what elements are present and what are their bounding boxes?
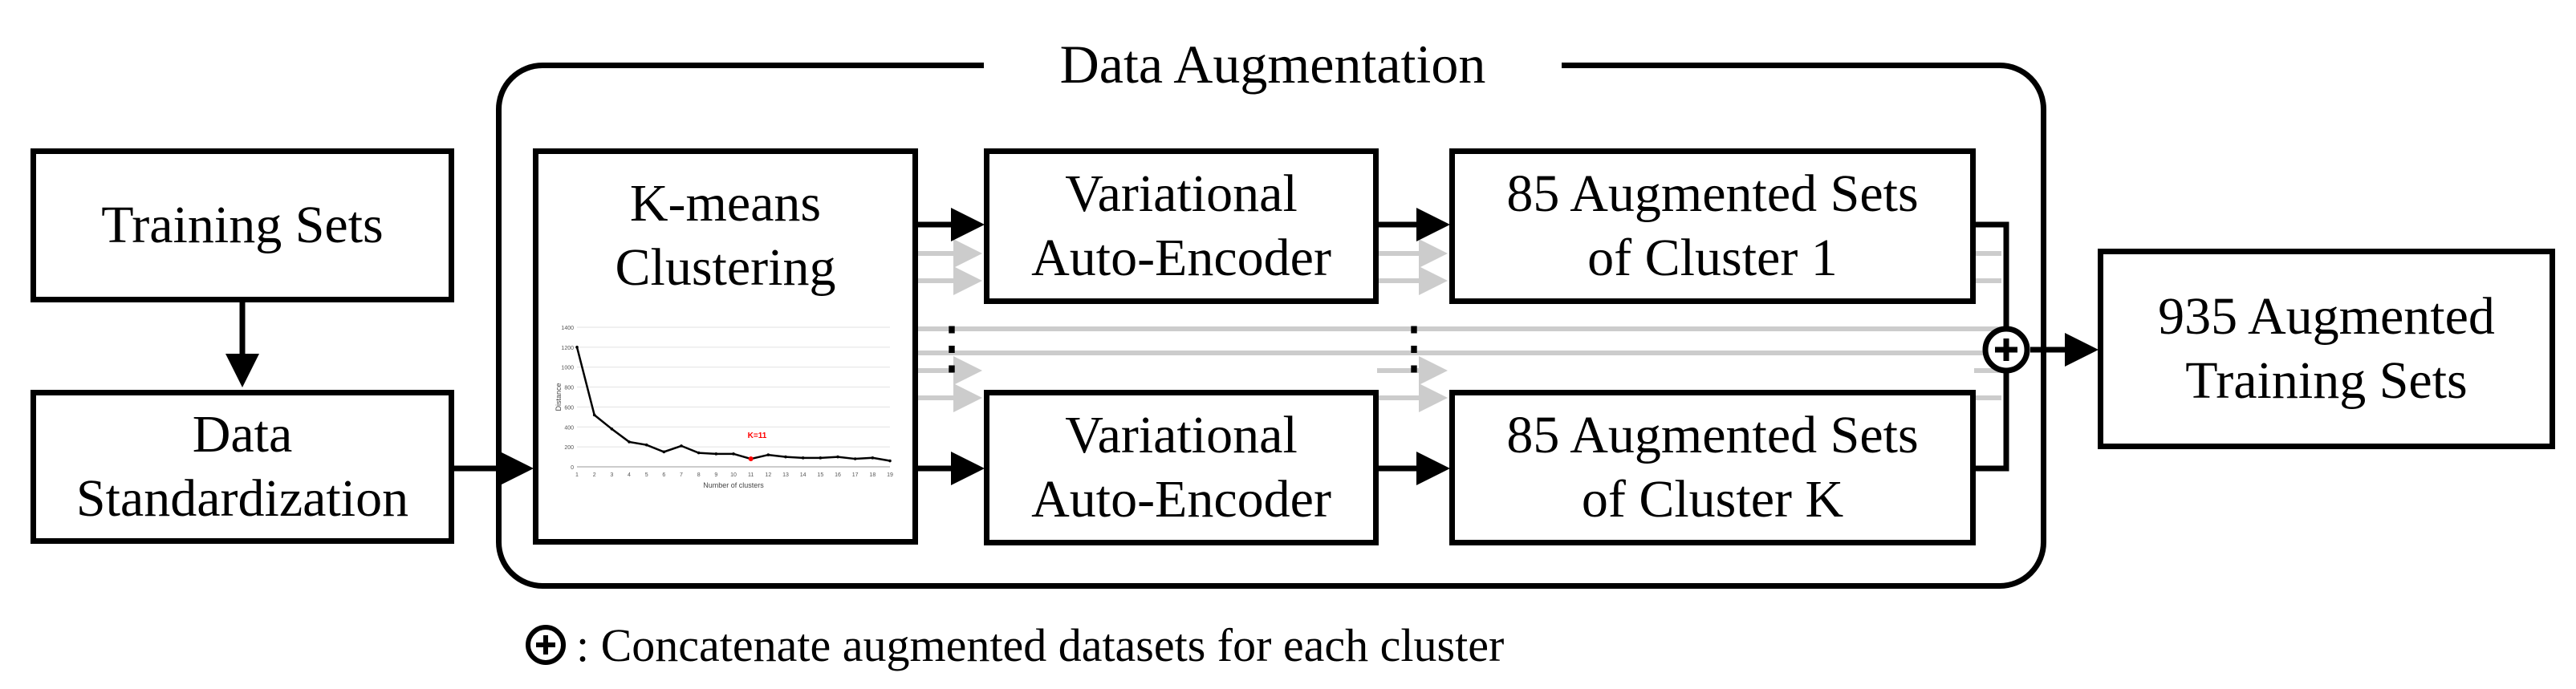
elbow-chart-x-tick: 17 (852, 472, 859, 478)
elbow-chart-point (697, 451, 701, 455)
aug-sets-1-label-line-2: of Cluster 1 (1587, 229, 1838, 287)
elbow-chart-grid (577, 326, 890, 468)
elbow-chart-point (680, 444, 683, 448)
elbow-chart-point (853, 457, 857, 460)
legend-text: : Concatenate augmented datasets for eac… (576, 618, 1505, 671)
elbow-chart-y-tick: 1200 (561, 346, 574, 351)
elbow-chart-y-tick: 1400 (561, 326, 574, 331)
kmeans-label-line-1: K-means (629, 174, 822, 233)
elbow-chart-x-tick: 18 (869, 472, 876, 478)
line-aug-1-to-concat (1974, 221, 2009, 330)
elbow-chart-series-line (575, 347, 891, 462)
elbow-chart-x-tick: 4 (628, 472, 631, 478)
training-sets-label: Training Sets (101, 196, 384, 254)
elbow-chart-x-tick: 11 (748, 472, 754, 478)
elbow-chart-highlight-point (748, 456, 754, 462)
elbow-chart-point (819, 456, 823, 460)
vae-top-label-line-2: Auto-Encoder (1031, 229, 1331, 287)
elbow-chart-x-tick: 2 (593, 472, 596, 478)
kmeans-label-line-2: Clustering (615, 238, 836, 297)
elbow-chart-point (644, 443, 648, 447)
elbow-chart-x-tick: 3 (610, 472, 613, 478)
aug-sets-1-label-line-1: 85 Augmented Sets (1506, 164, 1919, 223)
vae-bottom-label-line-1: Variational (1065, 406, 1298, 464)
ellipsis-aug-column: ⋮ (1385, 314, 1443, 381)
elbow-chart-x-tick: 19 (887, 472, 893, 478)
data-standardization-label-line-1: Data (192, 405, 293, 464)
elbow-chart-point (732, 452, 735, 456)
elbow-chart-x-tick: 1 (575, 472, 579, 478)
data-standardization-box: Data Standardization (30, 390, 454, 544)
elbow-chart-x-tick: 5 (645, 472, 648, 478)
elbow-chart-x-tick: 6 (662, 472, 665, 478)
elbow-chart-point (628, 440, 631, 444)
elbow-chart-x-tick: 10 (730, 472, 737, 478)
data-standardization-label-line-2: Standardization (75, 469, 409, 528)
augmented-sets-cluster-k-box: 85 Augmented Sets of Cluster K (1449, 390, 1976, 545)
elbow-chart-y-tick: 800 (564, 386, 574, 391)
elbow-chart-point (801, 456, 805, 460)
augmented-training-sets-box: 935 Augmented Training Sets (2098, 249, 2555, 449)
elbow-chart-point (592, 413, 596, 417)
elbow-chart-y-tick: 400 (564, 425, 574, 431)
vae-bottom-label-line-2: Auto-Encoder (1031, 470, 1331, 529)
elbow-chart-point (766, 453, 770, 456)
aug-sets-k-label-line-1: 85 Augmented Sets (1506, 406, 1919, 464)
aug-sets-k-label-line-2: of Cluster K (1581, 470, 1844, 529)
elbow-chart-y-tick: 600 (564, 405, 574, 411)
elbow-chart-point (662, 450, 666, 454)
augmented-sets-cluster-1-box: 85 Augmented Sets of Cluster 1 (1449, 148, 1976, 304)
elbow-chart-x-tick: 15 (817, 472, 823, 478)
elbow-chart-point (575, 346, 579, 349)
elbow-chart-x-tick: 8 (697, 472, 701, 478)
elbow-chart-y-tick: 200 (564, 445, 574, 451)
elbow-chart-point (784, 455, 787, 459)
elbow-chart-x-axis-label: Number of clusters (703, 481, 764, 489)
elbow-chart-x-tick: 13 (782, 472, 789, 478)
elbow-chart-points (575, 346, 892, 463)
kmeans-clustering-box: K-means Clustering 0 200 400 600 800 1000 1200… (533, 148, 918, 545)
vae-top-label-line-1: Variational (1065, 164, 1298, 223)
elbow-chart-y-axis-label: Distance (555, 383, 563, 411)
elbow-chart-point (714, 452, 718, 456)
vae-top-box: Variational Auto-Encoder (984, 148, 1379, 304)
elbow-chart-point (610, 427, 614, 431)
faded-cluster-arrows (916, 239, 2001, 412)
result-label-line-1: 935 Augmented (2158, 287, 2495, 346)
elbow-chart-x-tick: 7 (680, 472, 683, 478)
vae-bottom-box: Variational Auto-Encoder (984, 390, 1379, 545)
elbow-chart-point (871, 456, 875, 460)
elbow-chart-x-tick: 14 (800, 472, 807, 478)
line-aug-k-to-concat (1974, 369, 2009, 472)
elbow-chart-highlight-label: K=11 (748, 432, 767, 440)
elbow-chart-y-tick: 0 (571, 465, 574, 471)
concat-icon (1982, 326, 2030, 374)
elbow-chart-x-tick: 9 (714, 472, 717, 478)
elbow-chart-point (888, 459, 892, 463)
main-arrows (226, 208, 2099, 485)
ellipsis-vae-column: ⋮ (923, 314, 981, 381)
data-augmentation-title: Data Augmentation (984, 30, 1562, 98)
legend: ⊕ : Concatenate augmented datasets for e… (523, 616, 1504, 674)
concat-legend-icon (526, 625, 566, 665)
training-sets-box: Training Sets (30, 148, 454, 302)
elbow-chart-x-tick: 16 (835, 472, 841, 478)
result-label-line-2: Training Sets (2185, 351, 2468, 410)
elbow-chart-point (836, 455, 839, 459)
elbow-chart-x-tick: 12 (765, 472, 771, 478)
elbow-chart-y-tick: 1000 (561, 366, 574, 371)
